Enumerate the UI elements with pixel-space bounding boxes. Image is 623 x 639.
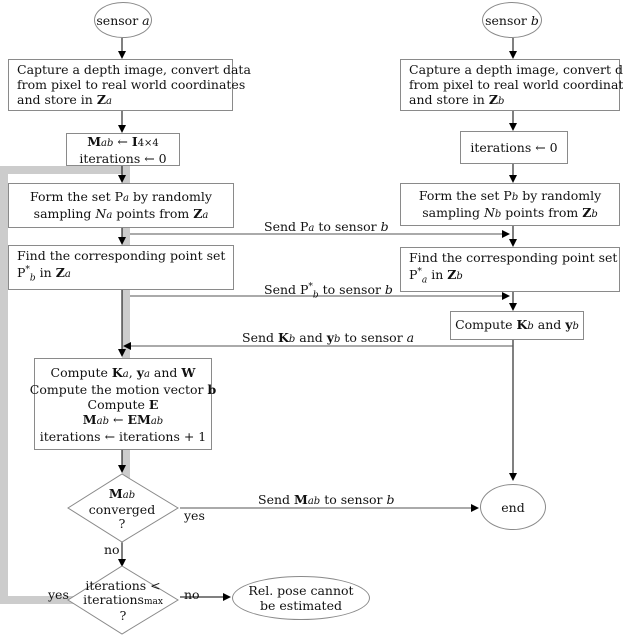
init-a-line-1: Mab ← I4×4 <box>87 133 159 149</box>
compute-a-line-3: Compute E <box>87 396 159 412</box>
msg-send-m: Send Mab to sensor b <box>258 492 395 507</box>
no-converged-label: no <box>104 542 120 557</box>
find-a-line-2: P*b in Za <box>17 265 71 284</box>
compute-b-box: Compute Kb and yb <box>450 311 584 340</box>
capture-a-line-1: Capture a depth image, convert data <box>17 61 251 77</box>
converged-line-2: converged <box>88 502 156 517</box>
converged-line-3: ? <box>118 516 126 531</box>
capture-a-box: Capture a depth image, convert data from… <box>8 59 251 111</box>
compute-a-line-1: Compute Ka, ya and W <box>50 364 196 380</box>
fail-line-2: be estimated <box>260 598 342 613</box>
capture-b-line-1: Capture a depth image, convert data <box>409 61 623 77</box>
compute-b-line-1: Compute Kb and yb <box>455 317 579 332</box>
start-sensor-b: sensor b <box>482 2 542 38</box>
yes-converged-label: yes <box>184 508 205 523</box>
capture-b-line-3: and store in Zb <box>409 91 505 107</box>
form-a-line-1: Form the set Pa by randomly <box>30 188 212 204</box>
form-a-line-2: sampling Na points from Za <box>33 205 209 221</box>
init-b-line-1: iterations ← 0 <box>470 140 558 155</box>
iterations-line-2: iterationsmax <box>83 592 163 608</box>
msg-send-k: Send Kb and yb to sensor a <box>242 330 415 345</box>
find-b-box: Find the corresponding point set P*a in … <box>400 247 620 292</box>
fail-node: Rel. pose cannot be estimated <box>232 576 370 620</box>
form-a-box: Form the set Pa by randomly sampling Na … <box>8 183 234 228</box>
end-label: end <box>501 499 525 515</box>
compute-a-box: Compute Ka, ya and W Compute the motion … <box>30 358 216 450</box>
compute-a-line-5: iterations ← iterations + 1 <box>39 428 207 444</box>
find-b-line-2: P*a in Zb <box>409 267 463 286</box>
msg-send-pa: Send Pa to sensor b <box>264 219 389 234</box>
iterations-diamond <box>67 565 179 635</box>
form-b-line-2: sampling Nb points from Zb <box>422 204 598 220</box>
capture-a-line-3: and store in Za <box>17 91 112 107</box>
capture-b-box: Capture a depth image, convert data from… <box>400 59 623 111</box>
no-iter-label: no <box>184 587 200 602</box>
find-b-line-1: Find the corresponding point set <box>409 250 618 266</box>
converged-diamond <box>67 473 179 543</box>
yes-iter-label: yes <box>48 587 69 602</box>
converged-label: Mab converged ? <box>82 487 162 531</box>
iterations-line-3: ? <box>119 608 127 623</box>
capture-b-line-2: from pixel to real world coordinates <box>409 76 623 92</box>
init-a-line-2: iterations ← 0 <box>79 150 167 166</box>
form-b-line-1: Form the set Pb by randomly <box>418 187 602 203</box>
end-node: end <box>480 484 546 530</box>
find-a-box: Find the corresponding point set P*b in … <box>8 245 234 290</box>
form-b-box: Form the set Pb by randomly sampling Nb … <box>400 183 620 226</box>
converged-line-1: Mab <box>108 486 136 502</box>
start-sensor-a: sensor a <box>94 2 152 38</box>
find-a-line-1: Find the corresponding point set <box>17 248 226 264</box>
msg-send-pb: Send P*b to sensor b <box>264 282 393 301</box>
capture-a-line-2: from pixel to real world coordinates <box>17 76 246 92</box>
compute-a-line-2: Compute the motion vector b <box>29 381 217 397</box>
compute-a-line-4: Mab ← EMab <box>82 411 164 427</box>
fail-line-1: Rel. pose cannot <box>248 583 354 598</box>
iterations-label: iterations < iterationsmax ? <box>78 579 168 623</box>
iterations-line-1: iterations < <box>85 578 161 593</box>
init-b-box: iterations ← 0 <box>460 131 568 164</box>
init-a-box: Mab ← I4×4 iterations ← 0 <box>66 133 180 166</box>
